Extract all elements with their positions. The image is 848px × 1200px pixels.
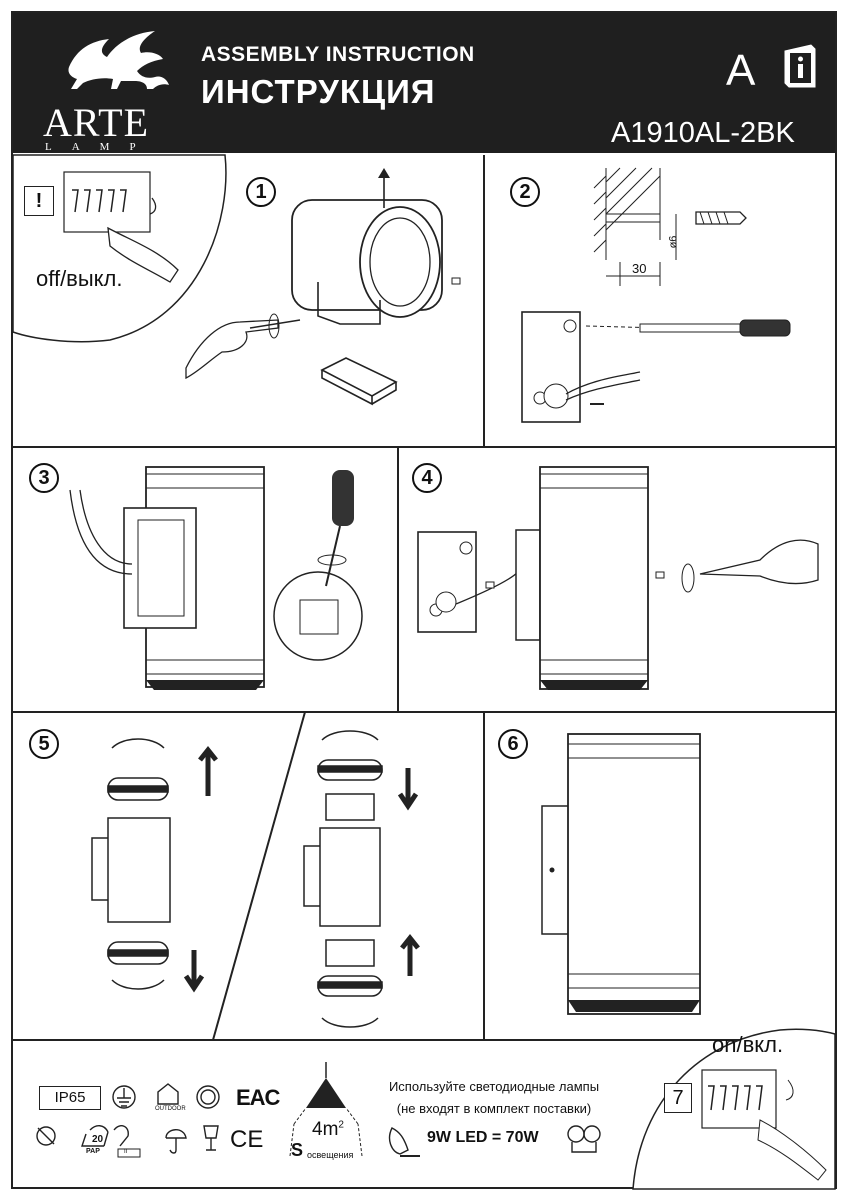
title-english: ASSEMBLY INSTRUCTION: [201, 43, 475, 66]
model-number: A1910AL-2BK: [611, 117, 795, 149]
brand-name: ARTE: [43, 100, 150, 145]
step-number-5: 5: [29, 729, 59, 759]
step-number-4: 4: [412, 463, 442, 493]
recycle-number: 20: [92, 1134, 104, 1145]
version-letter: A: [726, 46, 756, 95]
warning-box: !: [24, 186, 54, 216]
dimension-30: 30: [632, 261, 647, 276]
led-equivalence: 9W LED = 70W: [427, 1129, 539, 1146]
area-symbol: S: [291, 1140, 304, 1160]
title-russian: ИНСТРУКЦИЯ: [201, 73, 436, 110]
outdoor-label: OUTDOOR: [155, 1106, 186, 1112]
step-number-7: 7: [664, 1083, 692, 1113]
area-caption: освещения: [307, 1150, 354, 1160]
area-superscript: 2: [338, 1119, 344, 1131]
recycle-code: PAP: [86, 1148, 100, 1155]
ip-rating-badge: IP65: [39, 1086, 101, 1110]
page-frame: [11, 11, 837, 1189]
area-value: 4m2: [312, 1119, 344, 1141]
info-book-icon: [784, 44, 816, 88]
off-label: off/выкл.: [36, 266, 123, 291]
step-number-3: 3: [29, 463, 59, 493]
step-number-2: 2: [510, 177, 540, 207]
on-label: on/вкл.: [712, 1032, 784, 1057]
area-number: 4m: [312, 1119, 339, 1140]
ce-mark: CE: [230, 1126, 264, 1153]
header-banner: ARTE LAMP ASSEMBLY INSTRUCTION ИНСТРУКЦИ…: [13, 13, 835, 153]
step-number-1: 1: [246, 177, 276, 207]
brand-subtitle: LAMP: [45, 141, 156, 153]
eac-mark: EAC: [236, 1085, 280, 1110]
class-label: II: [124, 1149, 128, 1155]
griffin-logo-icon: [68, 31, 169, 89]
led-note-line2: (не входят в комплект поставки): [396, 1101, 592, 1116]
led-note-line1: Используйте светодиодные лампы: [388, 1079, 600, 1094]
step-number-6: 6: [498, 729, 528, 759]
